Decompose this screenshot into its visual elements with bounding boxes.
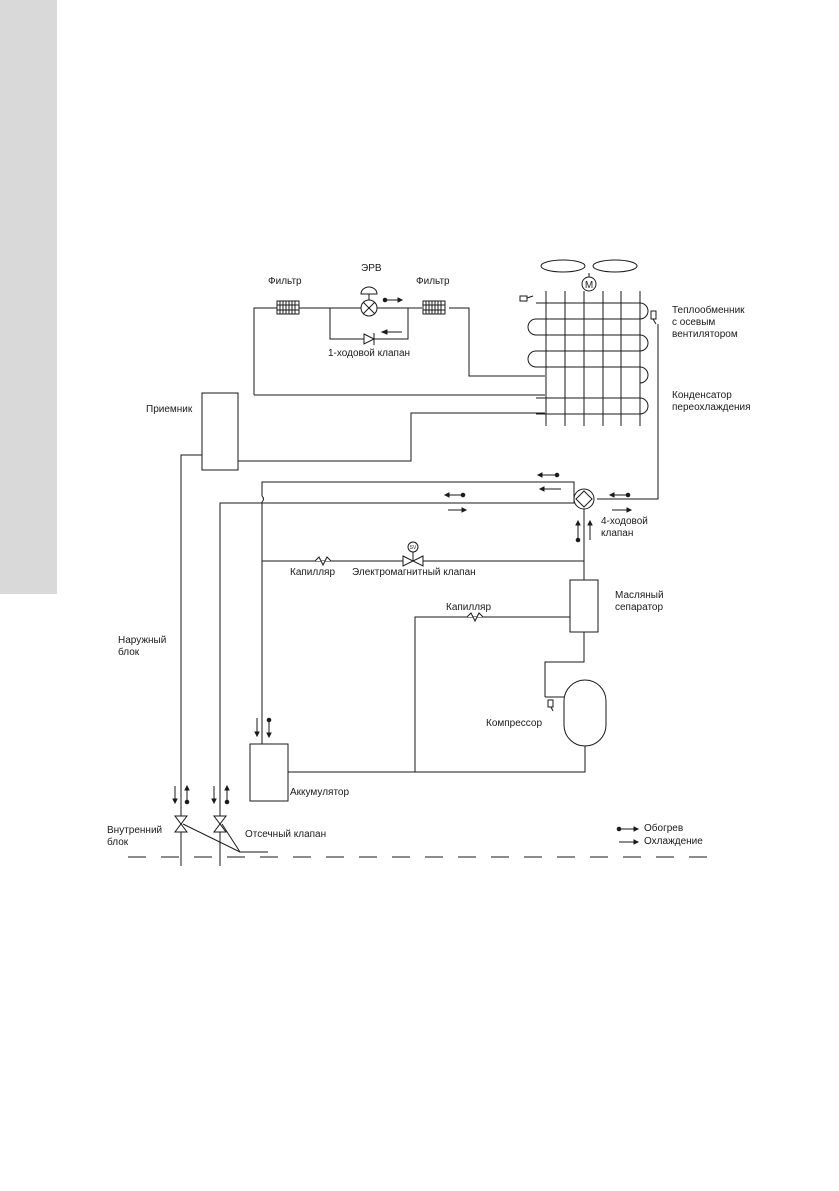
- legend-heating-symbol-icon: [616, 826, 640, 832]
- compressor-piping: [288, 696, 586, 773]
- fan-icon: [540, 259, 638, 273]
- solenoid-symbol: SV: [410, 545, 417, 551]
- receiver-shape: [201, 392, 239, 471]
- heat-exchanger-label: Теплообменник с осевым вентилятором: [672, 305, 745, 340]
- cooling-arrow-icon: [612, 507, 633, 513]
- heat-exchanger-fins: [545, 291, 641, 426]
- receiver-piping: [180, 412, 545, 816]
- coil-sensor-icon: [650, 310, 657, 325]
- service-valve-liquid-icon: [174, 815, 188, 866]
- shutoff-valve-label: Отсечный клапан: [245, 829, 327, 840]
- accumulator-shape: [249, 743, 289, 802]
- cooling-arrow-icon: [172, 786, 178, 805]
- capillary-label: Капилляр: [290, 567, 336, 578]
- filter-left-icon: [276, 300, 300, 315]
- check-valve-icon: [363, 333, 376, 345]
- cooling-arrow-icon: [254, 718, 260, 738]
- oil-separator-shape: [569, 579, 599, 633]
- heating-arrow-icon: [575, 519, 581, 543]
- heating-arrow-icon: [536, 472, 560, 478]
- legend-heating-label: Обогрев: [644, 823, 684, 834]
- heating-arrow-icon: [224, 784, 230, 805]
- compressor-label: Компрессор: [486, 718, 543, 729]
- heating-arrow-icon: [443, 492, 466, 498]
- indoor-unit-label: Внутренний блок: [107, 825, 163, 848]
- heating-arrow-icon: [266, 717, 272, 739]
- motor-icon: [581, 273, 597, 292]
- cooling-arrow-icon: [587, 519, 593, 540]
- outdoor-unit-label: Наружный блок: [118, 635, 167, 658]
- four-way-valve-label: 4-ходовой клапан: [601, 516, 648, 539]
- capillary-label: Капилляр: [446, 602, 492, 613]
- erv-label: ЭРВ: [361, 263, 382, 274]
- capillary-icon: [466, 612, 484, 623]
- filter-right-label: Фильтр: [416, 276, 450, 287]
- capillary-icon: [314, 556, 332, 567]
- cooling-arrow-icon: [448, 507, 468, 513]
- solenoid-valve-icon: [402, 541, 424, 567]
- subcooling-condenser-label: Конденсатор переохлаждения: [672, 390, 751, 413]
- erv-valve-icon: [360, 286, 378, 317]
- filter-right-icon: [422, 300, 446, 315]
- cooling-arrow-icon: [211, 786, 217, 805]
- oil-separator-label: Масляный сепаратор: [615, 590, 664, 613]
- solenoid-valve-label: Электромагнитный клапан: [352, 567, 476, 578]
- motor-symbol: M: [585, 280, 593, 291]
- heating-arrow-icon: [608, 492, 631, 498]
- heating-arrow-icon: [184, 784, 190, 805]
- filter-left-label: Фильтр: [268, 276, 302, 287]
- hx-to-4way-line: [597, 324, 659, 500]
- erv-heating-arrow-icon: [382, 297, 404, 303]
- receiver-label: Приемник: [146, 404, 193, 415]
- legend-cooling-symbol-icon: [619, 839, 640, 845]
- side-tab: [0, 0, 57, 594]
- accumulator-label: Аккумулятор: [290, 787, 350, 798]
- oil-separator-piping: [414, 616, 585, 772]
- legend-cooling-label: Охлаждение: [644, 836, 703, 847]
- temperature-sensor-icon: [519, 295, 534, 302]
- heat-exchanger-coil: [524, 302, 649, 415]
- cooling-arrow-icon: [538, 486, 561, 492]
- compressor-shape: [563, 679, 607, 747]
- four-way-valve-icon: [573, 488, 595, 510]
- check-valve-label: 1-ходовой клапан: [328, 348, 411, 359]
- shutoff-valve-leader: [182, 823, 268, 853]
- discharge-sensor-icon: [547, 699, 554, 712]
- check-valve-flow-arrow-icon: [380, 329, 402, 335]
- service-valve-gas-icon: [213, 815, 227, 866]
